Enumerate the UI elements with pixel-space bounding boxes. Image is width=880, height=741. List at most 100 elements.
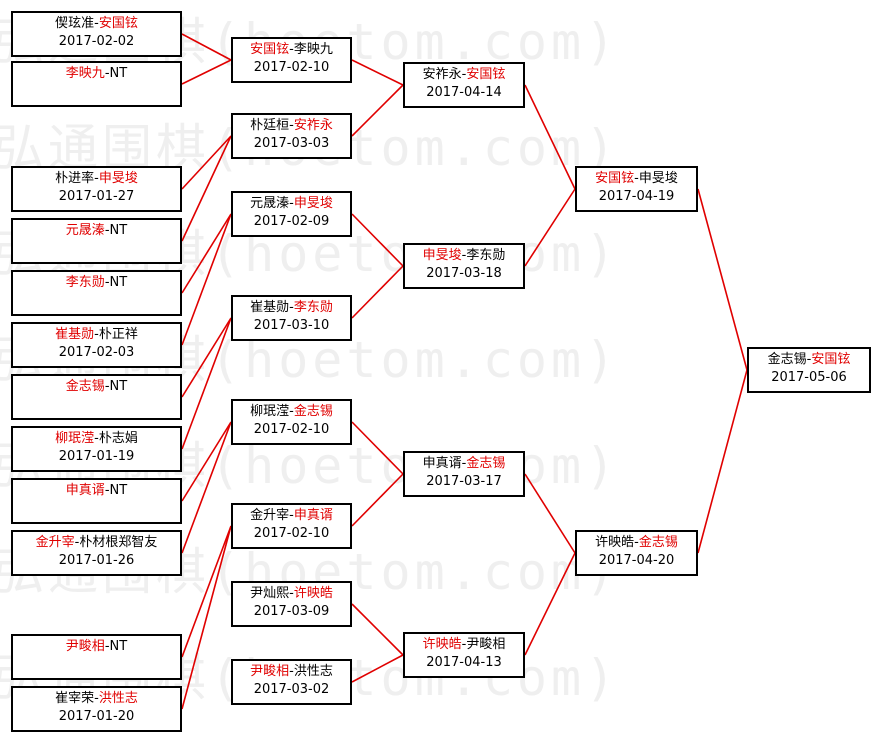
match-date: 2017-02-10 bbox=[253, 526, 330, 541]
player-name: 朴材根郑智友 bbox=[79, 535, 158, 550]
match-date: 2017-03-10 bbox=[253, 318, 330, 333]
player-name: 尹灿熙 bbox=[250, 586, 290, 601]
match-players: 尹灿熙-许映皓 bbox=[233, 585, 350, 603]
bracket-connector bbox=[351, 473, 404, 527]
player-name: 朴志娟 bbox=[98, 431, 138, 446]
match-date: 2017-02-03 bbox=[58, 345, 135, 360]
player-name: 崔基勋 bbox=[55, 327, 95, 342]
player-separator: - bbox=[461, 248, 467, 263]
player-name: 安国铉 bbox=[811, 352, 851, 367]
player-separator: - bbox=[289, 664, 294, 679]
player-name: 安国铉 bbox=[98, 16, 138, 31]
player-name: 安国铉 bbox=[250, 42, 290, 57]
bracket-connector bbox=[697, 188, 748, 371]
match-players: 许映皓-尹畯相 bbox=[405, 636, 523, 654]
player-separator: - bbox=[289, 404, 294, 419]
player-separator: - bbox=[104, 223, 110, 238]
match-players: 安国铉-李映九 bbox=[233, 41, 350, 59]
match-date: 2017-01-19 bbox=[58, 449, 135, 464]
match-date: 2017-03-02 bbox=[253, 682, 330, 697]
match-date: 2017-02-10 bbox=[253, 60, 330, 75]
match-date: 2017-02-10 bbox=[253, 422, 330, 437]
match-players: 申真谞-金志锡 bbox=[405, 455, 523, 473]
player-name: 朴廷桓 bbox=[250, 118, 290, 133]
player-separator: - bbox=[94, 327, 99, 342]
match-players: 金志锡-NT bbox=[13, 378, 180, 396]
player-separator: - bbox=[289, 118, 294, 133]
match-date: 2017-05-06 bbox=[771, 370, 847, 385]
player-name: NT bbox=[109, 379, 128, 394]
player-name: 李东勋 bbox=[293, 300, 333, 315]
match-players: 申旻埈-李东勋 bbox=[405, 247, 523, 265]
match-players: 金志锡-安国铉 bbox=[749, 351, 869, 369]
bracket-connector bbox=[181, 525, 232, 710]
match-date bbox=[13, 240, 180, 258]
round1-match-box: 李映九-NT bbox=[11, 61, 182, 107]
player-name: 洪性志 bbox=[293, 664, 333, 679]
match-players: 申真谞-NT bbox=[13, 482, 180, 500]
match-date bbox=[13, 656, 180, 674]
bracket-connector bbox=[351, 603, 404, 656]
player-name: 金志锡 bbox=[293, 404, 333, 419]
bracket-connector bbox=[524, 84, 576, 190]
player-separator: - bbox=[94, 691, 99, 706]
round1-match-box: 元晟溱-NT bbox=[11, 218, 182, 264]
player-name: 许映皓 bbox=[422, 637, 462, 652]
player-separator: - bbox=[289, 42, 294, 57]
player-separator: - bbox=[289, 586, 294, 601]
player-separator: - bbox=[74, 535, 80, 550]
player-name: 许映皓 bbox=[293, 586, 333, 601]
match-date bbox=[13, 500, 180, 518]
player-separator: - bbox=[289, 300, 294, 315]
bracket-connector bbox=[181, 525, 232, 658]
player-name: 李映九 bbox=[65, 66, 105, 81]
player-separator: - bbox=[94, 171, 99, 186]
bracket-connector bbox=[524, 473, 576, 554]
player-name: 安国铉 bbox=[595, 171, 635, 186]
player-separator: - bbox=[104, 66, 110, 81]
match-players: 李东勋-NT bbox=[13, 274, 180, 292]
match-players: 朴廷桓-安祚永 bbox=[233, 117, 350, 135]
player-separator: - bbox=[806, 352, 812, 367]
player-name: 申旻埈 bbox=[638, 171, 678, 186]
player-separator: - bbox=[104, 483, 110, 498]
match-date: 2017-04-13 bbox=[426, 655, 502, 670]
player-name: 尹畯相 bbox=[466, 637, 506, 652]
match-date: 2017-01-20 bbox=[58, 709, 135, 724]
match-date bbox=[13, 396, 180, 414]
bracket-connector bbox=[351, 59, 404, 86]
player-separator: - bbox=[634, 171, 639, 186]
player-name: NT bbox=[109, 66, 128, 81]
player-name: NT bbox=[109, 483, 128, 498]
match-date: 2017-02-09 bbox=[253, 214, 330, 229]
player-name: 申真谞 bbox=[293, 508, 333, 523]
player-name: 许映皓 bbox=[595, 535, 635, 550]
player-separator: - bbox=[289, 508, 294, 523]
match-players: 柳珉滢-朴志娟 bbox=[13, 430, 180, 448]
player-name: 金升宰 bbox=[35, 535, 75, 550]
player-name: NT bbox=[109, 223, 128, 238]
player-name: 李映九 bbox=[293, 42, 333, 57]
match-players: 元晟溱-申旻埈 bbox=[233, 195, 350, 213]
player-name: 洪性志 bbox=[98, 691, 138, 706]
match-players: 安国铉-申旻埈 bbox=[577, 170, 696, 188]
match-players: 安祚永-安国铉 bbox=[405, 66, 523, 84]
match-date: 2017-04-19 bbox=[598, 189, 675, 204]
bracket-connector bbox=[351, 84, 404, 137]
player-name: 崔宰荣 bbox=[55, 691, 95, 706]
player-name: 李东勋 bbox=[65, 275, 105, 290]
player-name: 申真谞 bbox=[422, 456, 462, 471]
